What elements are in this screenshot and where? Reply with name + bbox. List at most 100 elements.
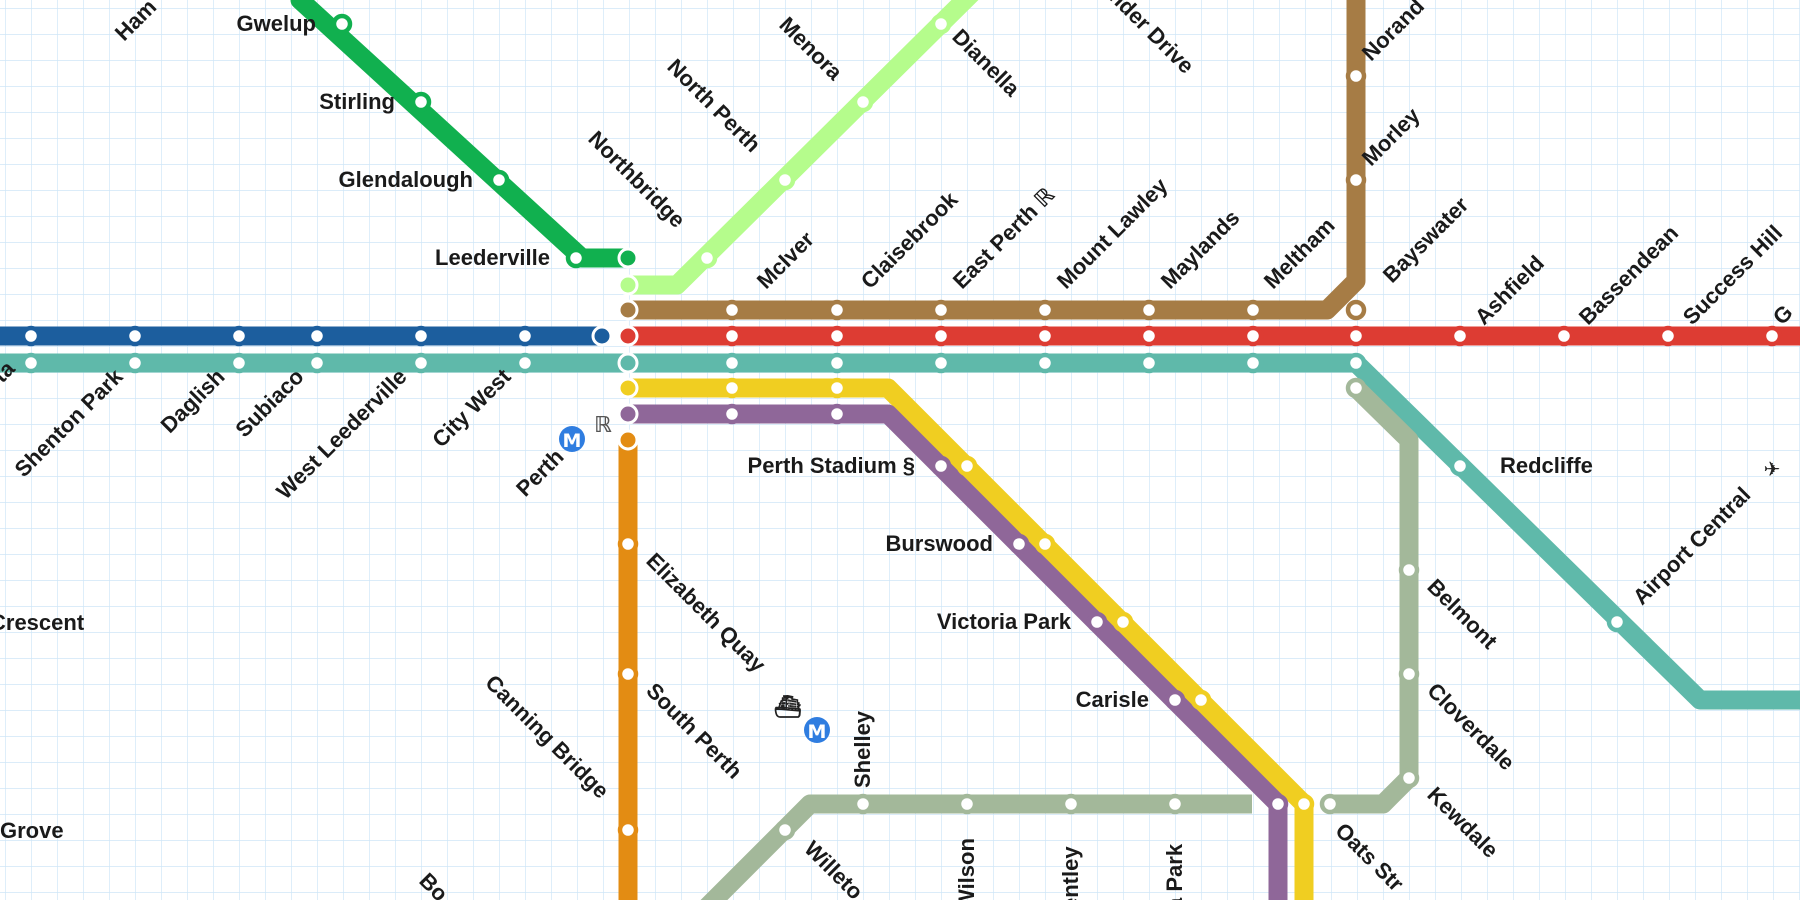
station-marker[interactable] <box>514 325 536 347</box>
station-marker[interactable] <box>1761 325 1783 347</box>
station-marker[interactable] <box>721 352 743 374</box>
station-marker[interactable] <box>1086 611 1108 633</box>
station-marker[interactable] <box>1345 299 1367 321</box>
stop-dot[interactable] <box>617 429 639 451</box>
station-marker[interactable] <box>1293 793 1315 815</box>
station-label-grove[interactable]: Grove <box>0 818 64 843</box>
station-label-carlisle[interactable]: Carisle <box>1076 687 1149 712</box>
station-marker[interactable] <box>488 169 510 191</box>
station-marker[interactable] <box>721 377 743 399</box>
station-marker[interactable] <box>410 325 432 347</box>
station-marker[interactable] <box>1242 352 1264 374</box>
station-marker[interactable] <box>1138 325 1160 347</box>
station-marker[interactable] <box>826 403 848 425</box>
station-marker[interactable] <box>20 325 42 347</box>
station-marker[interactable] <box>124 352 146 374</box>
stop-dot[interactable] <box>617 247 639 269</box>
stop-dot[interactable] <box>591 325 613 347</box>
station-marker[interactable] <box>721 299 743 321</box>
station-marker[interactable] <box>930 455 952 477</box>
station-marker[interactable] <box>956 793 978 815</box>
station-marker[interactable] <box>331 13 353 35</box>
station-marker[interactable] <box>617 819 639 841</box>
station-marker[interactable] <box>826 299 848 321</box>
station-marker[interactable] <box>1345 169 1367 191</box>
station-marker[interactable] <box>1164 793 1186 815</box>
station-marker[interactable] <box>826 325 848 347</box>
station-marker[interactable] <box>721 403 743 425</box>
station-label-gwelup[interactable]: Gwelup <box>237 11 316 36</box>
line-yellow[interactable] <box>628 378 1314 900</box>
station-marker[interactable] <box>930 299 952 321</box>
line-green[interactable] <box>290 0 628 268</box>
station-marker[interactable] <box>1398 767 1420 789</box>
station-marker[interactable] <box>930 352 952 374</box>
station-label-leederville[interactable]: Leederville <box>435 245 550 270</box>
station-marker[interactable] <box>930 325 952 347</box>
station-label-park[interactable]: a Park <box>1162 843 1187 900</box>
station-marker[interactable] <box>20 352 42 374</box>
station-marker[interactable] <box>1034 533 1056 555</box>
station-marker[interactable] <box>1657 325 1679 347</box>
stop-dot[interactable] <box>617 274 639 296</box>
station-label-wilson[interactable]: Wilson <box>954 838 979 900</box>
station-marker[interactable] <box>956 455 978 477</box>
line-sage-south[interactable] <box>700 794 1252 900</box>
station-marker[interactable] <box>1034 325 1056 347</box>
station-marker[interactable] <box>617 533 639 555</box>
station-marker[interactable] <box>1398 663 1420 685</box>
station-marker[interactable] <box>1449 325 1471 347</box>
station-marker[interactable] <box>1242 299 1264 321</box>
line-brown[interactable] <box>628 0 1366 320</box>
station-marker[interactable] <box>1267 793 1289 815</box>
station-marker[interactable] <box>1138 299 1160 321</box>
stop-dot[interactable] <box>617 299 639 321</box>
station-marker[interactable] <box>930 13 952 35</box>
station-marker[interactable] <box>1345 325 1367 347</box>
station-marker[interactable] <box>852 91 874 113</box>
station-marker[interactable] <box>721 325 743 347</box>
line-lime[interactable] <box>628 0 979 295</box>
line-purple[interactable] <box>628 404 1288 900</box>
station-label-shelley[interactable]: Shelley <box>850 710 875 788</box>
station-marker[interactable] <box>774 819 796 841</box>
station-marker[interactable] <box>1606 611 1628 633</box>
station-marker[interactable] <box>565 247 587 269</box>
station-marker[interactable] <box>1319 793 1341 815</box>
stop-dot[interactable] <box>617 403 639 425</box>
stop-dot[interactable] <box>617 325 639 347</box>
station-marker[interactable] <box>1345 377 1367 399</box>
station-marker[interactable] <box>1034 352 1056 374</box>
station-marker[interactable] <box>1034 299 1056 321</box>
station-marker[interactable] <box>410 91 432 113</box>
station-marker[interactable] <box>410 352 432 374</box>
station-marker[interactable] <box>617 663 639 685</box>
station-label-stirling[interactable]: Stirling <box>319 89 395 114</box>
station-label-bentley[interactable]: entley <box>1058 846 1083 900</box>
station-marker[interactable] <box>306 325 328 347</box>
station-marker[interactable] <box>1449 455 1471 477</box>
station-marker[interactable] <box>1190 689 1212 711</box>
station-marker[interactable] <box>1242 325 1264 347</box>
station-marker[interactable] <box>1345 65 1367 87</box>
station-marker[interactable] <box>1008 533 1030 555</box>
station-label-perth-stadium[interactable]: Perth Stadium § <box>748 453 915 478</box>
station-marker[interactable] <box>696 247 718 269</box>
stop-dot[interactable] <box>617 377 639 399</box>
station-marker[interactable] <box>1138 352 1160 374</box>
station-label-redcliffe[interactable]: Redcliffe <box>1500 453 1593 478</box>
station-label-glendalough[interactable]: Glendalough <box>339 167 473 192</box>
station-marker[interactable] <box>774 169 796 191</box>
station-marker[interactable] <box>1164 689 1186 711</box>
station-marker[interactable] <box>852 793 874 815</box>
station-marker[interactable] <box>826 352 848 374</box>
station-marker[interactable] <box>1345 352 1367 374</box>
station-label-victoria-park[interactable]: Victoria Park <box>937 609 1072 634</box>
station-marker[interactable] <box>1553 325 1575 347</box>
station-marker[interactable] <box>124 325 146 347</box>
station-marker[interactable] <box>1060 793 1082 815</box>
station-marker[interactable] <box>306 352 328 374</box>
station-marker[interactable] <box>1398 559 1420 581</box>
station-marker[interactable] <box>826 377 848 399</box>
station-marker[interactable] <box>228 325 250 347</box>
